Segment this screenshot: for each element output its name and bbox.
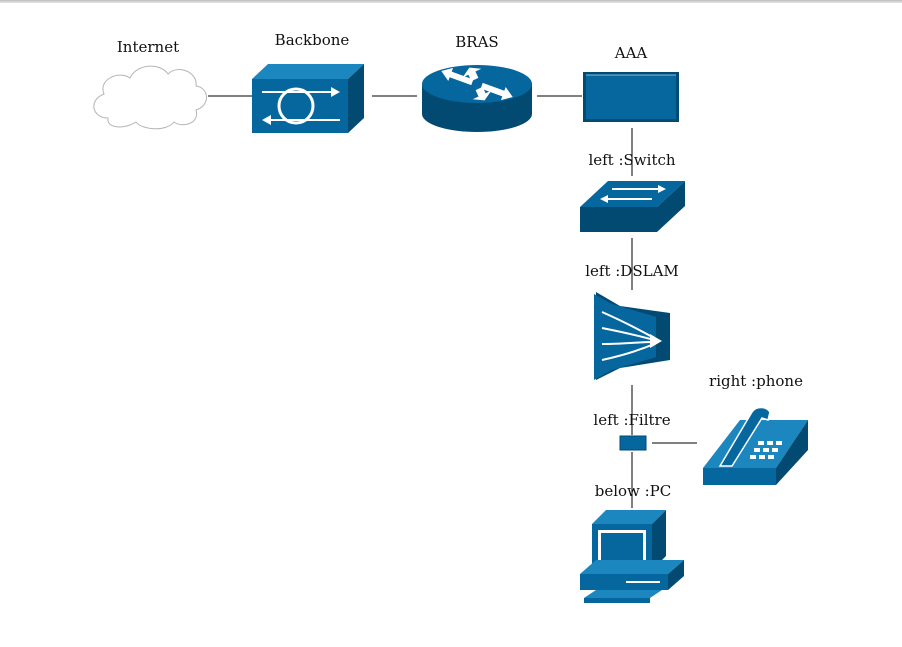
bras-label: BRAS <box>455 33 498 51</box>
router-icon <box>422 65 532 132</box>
bras-node <box>422 65 532 132</box>
internet-label: Internet <box>117 38 179 56</box>
phone-node <box>703 406 808 485</box>
telephone-icon <box>703 406 808 485</box>
dslam-node <box>594 292 670 380</box>
switch-node <box>580 181 685 232</box>
workgroup-switch-icon <box>580 181 685 232</box>
internet-node <box>93 65 207 130</box>
switch-label: left :Switch <box>588 151 675 169</box>
pc-icon <box>580 510 684 603</box>
pc-label: below :PC <box>595 482 672 500</box>
phone-label: right :phone <box>709 372 803 390</box>
edges <box>208 95 697 508</box>
aaa-node <box>583 72 679 122</box>
filtre-label: left :Filtre <box>593 411 670 429</box>
dslam-icon <box>594 292 670 380</box>
filter-icon <box>619 435 647 451</box>
atm-switch-icon <box>252 64 364 133</box>
cloud-icon <box>93 65 207 130</box>
backbone-label: Backbone <box>275 31 350 49</box>
server-box-icon <box>583 72 679 122</box>
pc-node <box>580 510 684 603</box>
labels: Internet Backbone BRAS AAA left :Switch … <box>117 31 803 500</box>
backbone-node <box>252 64 364 133</box>
dslam-label: left :DSLAM <box>585 262 679 280</box>
top-border <box>0 0 902 3</box>
filtre-node <box>619 435 647 451</box>
aaa-label: AAA <box>614 44 648 62</box>
